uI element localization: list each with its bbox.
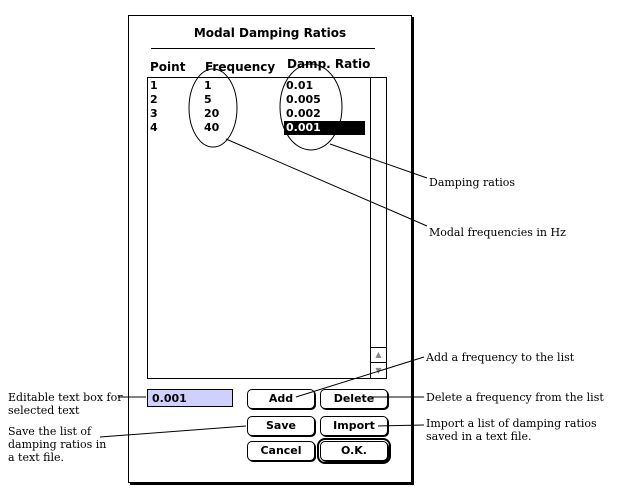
cell-point: 2: [150, 93, 158, 106]
cell-frequency: 5: [204, 93, 212, 106]
table-row-selected[interactable]: 4 40 0.001: [148, 121, 370, 135]
column-header-frequency: Frequency: [205, 60, 276, 74]
column-header-point: Point: [150, 60, 186, 74]
annotation-import-line2: saved in a text file.: [426, 430, 532, 443]
column-header-damping: Damp. Ratio: [287, 57, 371, 71]
annotation-save-line2: damping ratios in: [8, 438, 107, 451]
cell-point: 4: [150, 121, 158, 134]
delete-button[interactable]: Delete: [320, 389, 388, 409]
annotation-delete: Delete a frequency from the list: [426, 391, 604, 404]
cell-frequency: 1: [204, 79, 212, 92]
annotation-edit-line1: Editable text box for: [8, 391, 123, 404]
title-divider: [151, 48, 375, 49]
annotation-edit-line2: selected text: [8, 404, 80, 417]
ok-button[interactable]: O.K.: [317, 438, 391, 464]
annotation-modal-frequencies: Modal frequencies in Hz: [429, 226, 566, 239]
damping-list[interactable]: 1 1 0.01 2 5 0.005 3 20 0.002 4 40 0.001…: [147, 77, 387, 379]
annotation-save-line3: a text file.: [8, 451, 64, 464]
cell-damping: 0.005: [286, 93, 321, 106]
table-row[interactable]: 1 1 0.01: [148, 79, 370, 93]
cell-point: 1: [150, 79, 158, 92]
table-row[interactable]: 2 5 0.005: [148, 93, 370, 107]
cell-damping: 0.002: [286, 107, 321, 120]
selected-value-input[interactable]: 0.001: [147, 389, 233, 407]
annotation-import-line1: Import a list of damping ratios: [426, 417, 597, 430]
cancel-button[interactable]: Cancel: [247, 441, 315, 461]
cell-frequency: 40: [204, 121, 220, 134]
modal-damping-dialog: Modal Damping Ratios Point Frequency Dam…: [128, 15, 412, 483]
annotation-damping-ratios: Damping ratios: [429, 176, 516, 189]
damping-list-rows: 1 1 0.01 2 5 0.005 3 20 0.002 4 40 0.001: [148, 78, 370, 378]
cell-damping-selected: 0.001: [284, 121, 365, 135]
cell-point: 3: [150, 107, 158, 120]
annotation-save-line1: Save the list of: [8, 425, 92, 438]
cell-frequency: 20: [204, 107, 220, 120]
save-button[interactable]: Save: [247, 416, 315, 436]
table-row[interactable]: 3 20 0.002: [148, 107, 370, 121]
list-scrollbar[interactable]: ▲ ▼: [370, 78, 386, 378]
scroll-down-arrow-icon[interactable]: ▼: [371, 362, 386, 378]
cell-damping: 0.01: [286, 79, 314, 92]
annotation-add: Add a frequency to the list: [426, 351, 575, 364]
scroll-up-arrow-icon[interactable]: ▲: [371, 347, 386, 362]
import-button[interactable]: Import: [320, 416, 388, 436]
add-button[interactable]: Add: [247, 389, 315, 409]
dialog-title: Modal Damping Ratios: [193, 26, 347, 40]
